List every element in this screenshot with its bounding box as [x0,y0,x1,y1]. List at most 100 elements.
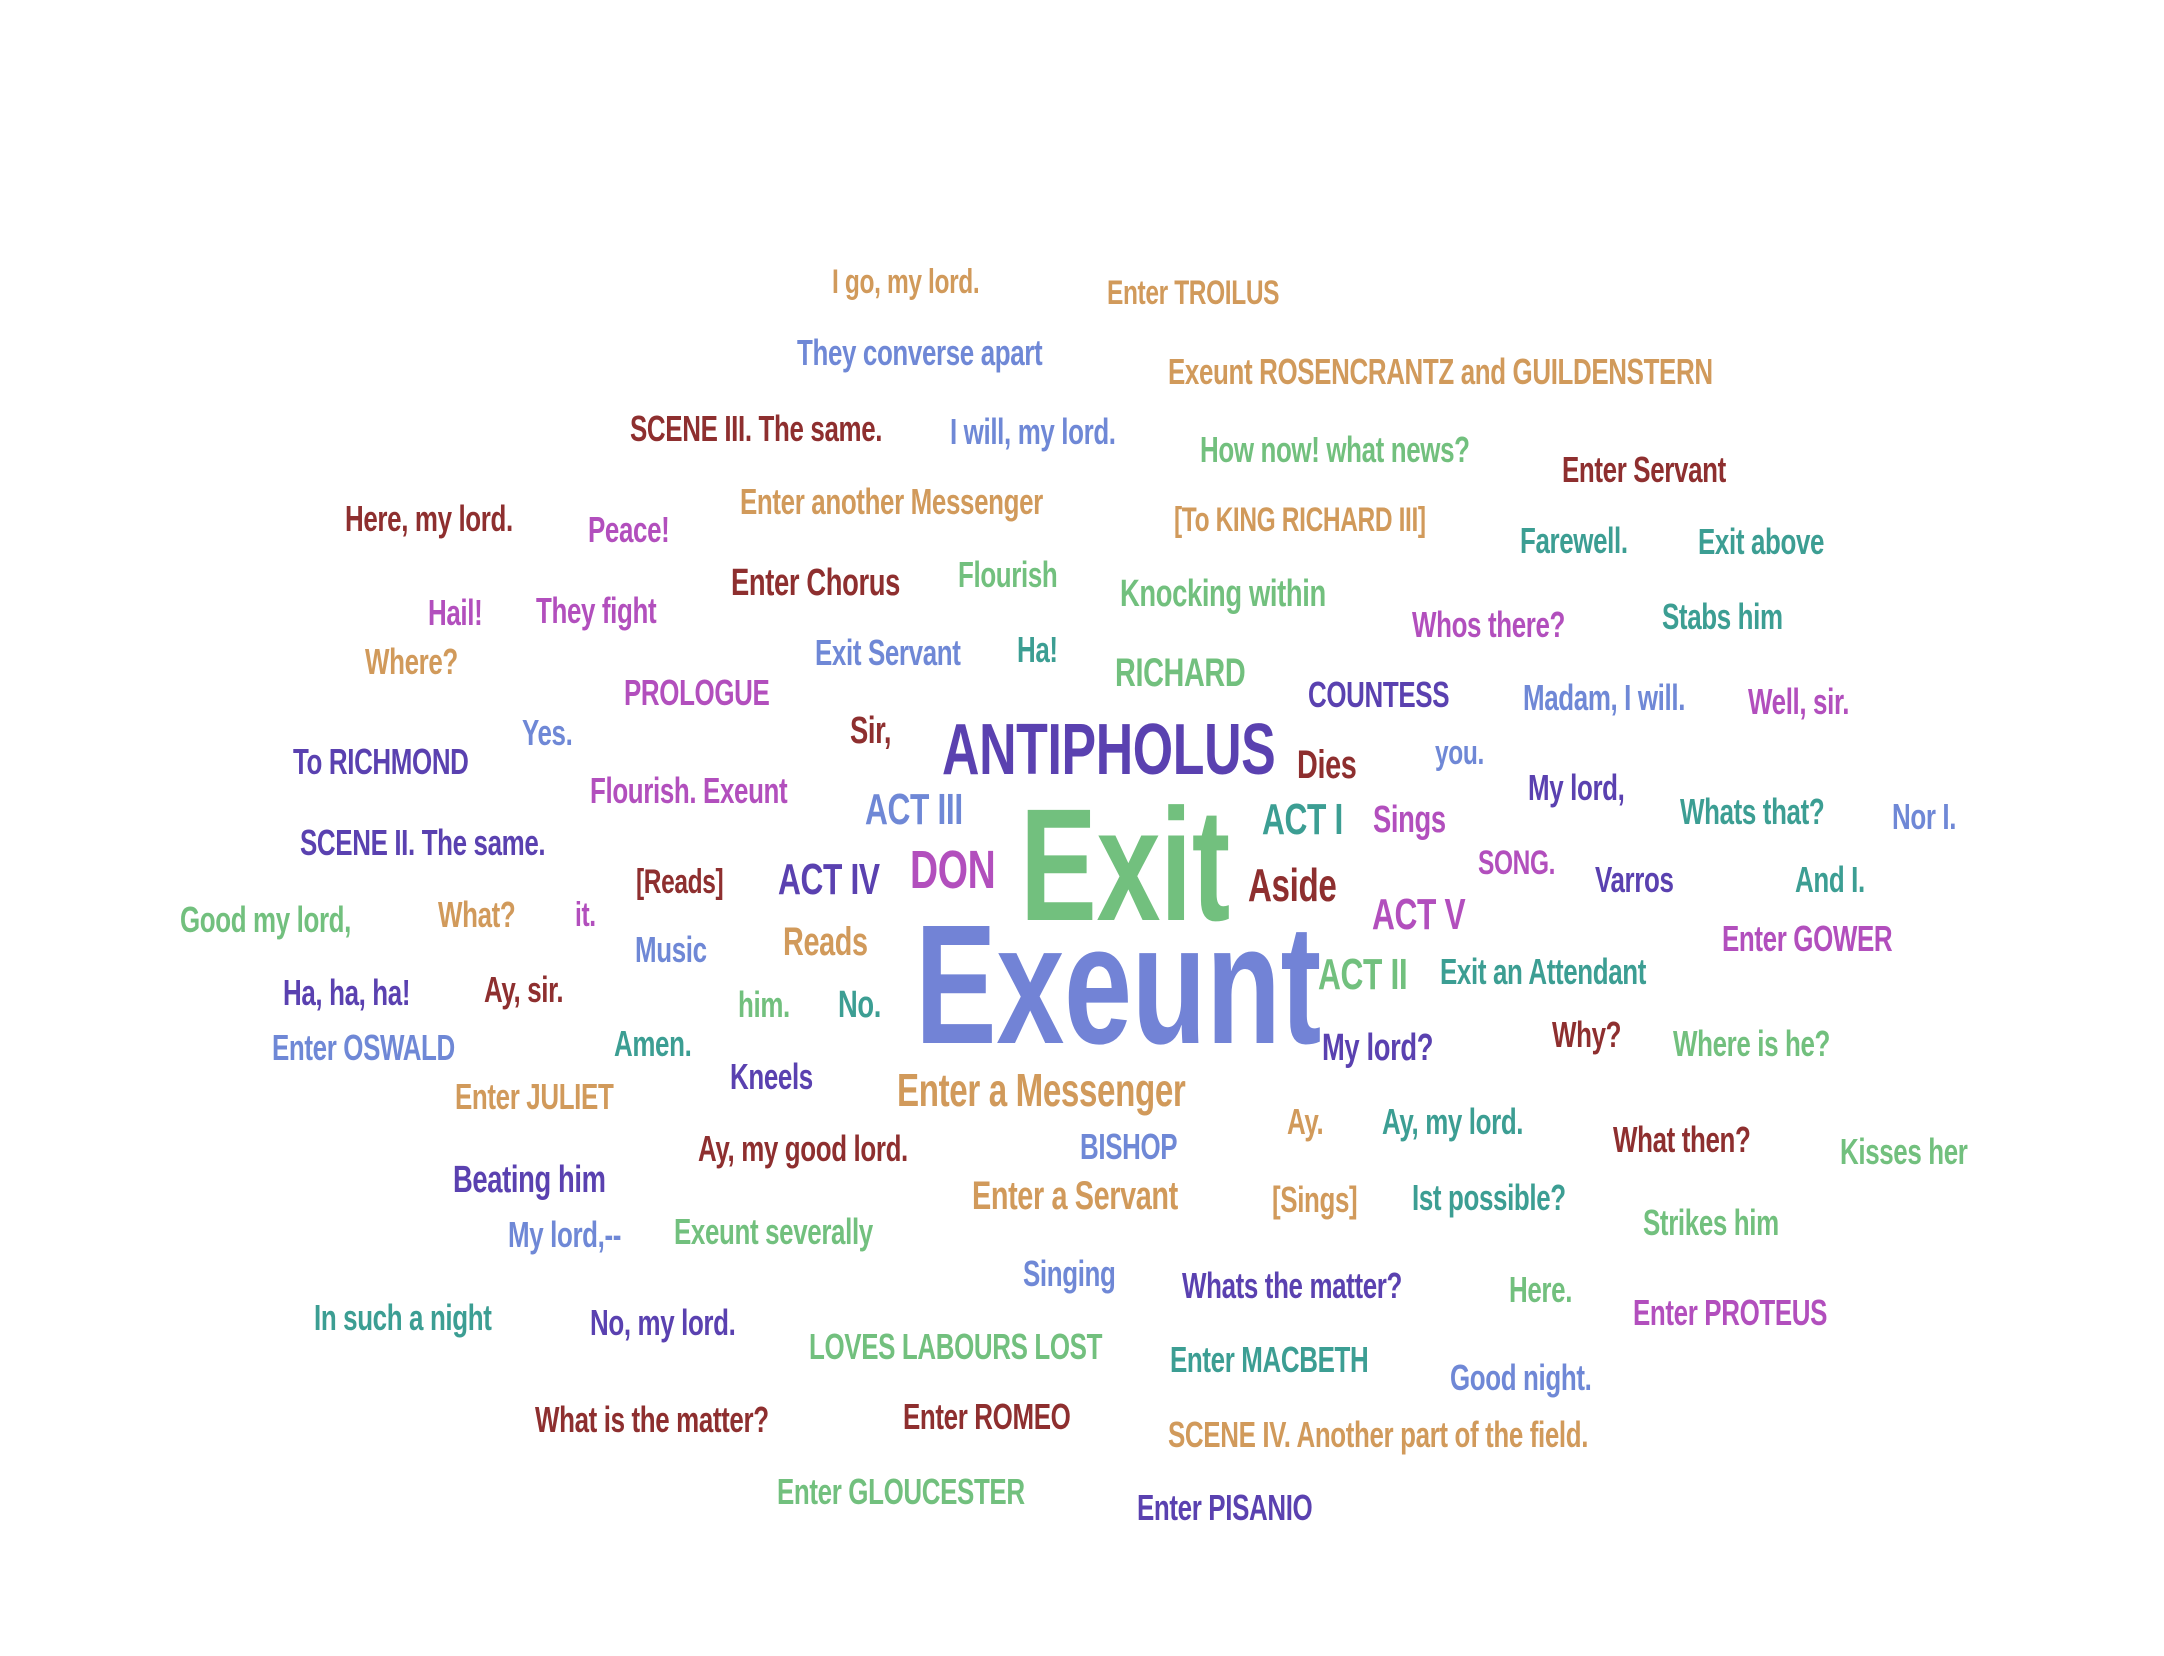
word: What? [438,894,516,935]
word: you. [1435,734,1484,772]
word: Enter MACBETH [1170,1339,1369,1380]
word: Enter another Messenger [740,481,1043,522]
word: Flourish [958,554,1058,595]
word: My lord, [1528,767,1625,808]
word: Beating him [453,1159,606,1201]
word: Madam, I will. [1523,677,1686,718]
word: Enter GOWER [1722,918,1893,959]
word: ACT II [1318,950,1408,999]
word: Exit above [1698,521,1825,562]
word: Ha! [1017,629,1058,670]
word: Whats the matter? [1182,1265,1402,1306]
word: it. [575,896,596,934]
word: PROLOGUE [624,672,770,713]
word: Enter TROILUS [1107,274,1280,312]
word: Kneels [730,1056,813,1097]
word: In such a night [314,1297,492,1338]
word: Well, sir. [1748,681,1850,722]
word: Exeunt [915,890,1321,1080]
word: Here. [1509,1269,1573,1310]
word: Sir, [850,710,892,752]
word: Yes. [522,712,573,753]
word: him. [738,984,790,1025]
word: ACT IV [778,855,880,904]
word: Whats that? [1680,791,1825,832]
word: [Reads] [636,863,724,901]
word: Ay, my lord. [1382,1101,1524,1142]
word: To RICHMOND [293,741,469,782]
word: Here, my lord. [345,498,513,539]
word: Enter Chorus [731,562,900,604]
word: No, my lord. [590,1302,736,1343]
word: Exit [1020,775,1230,954]
word: How now! what news? [1200,429,1470,470]
word: My lord,-- [508,1214,622,1255]
word: Enter OSWALD [272,1027,455,1068]
word: Why? [1552,1014,1622,1055]
word: Good my lord, [180,899,352,940]
word: Nor I. [1892,796,1957,837]
word: Knocking within [1120,573,1326,615]
word: Varros [1595,859,1674,900]
word: Ay. [1287,1101,1324,1142]
word: Ha, ha, ha! [283,972,411,1013]
word: COUNTESS [1308,674,1450,715]
word: They converse apart [797,332,1043,373]
word: Flourish. Exeunt [590,770,788,811]
word: No. [838,984,881,1026]
word: SCENE II. The same. [300,822,546,863]
word: ACT V [1372,890,1466,939]
word: Enter a Servant [972,1174,1178,1218]
word: Dies [1297,743,1357,787]
word: They fight [536,590,657,631]
word: Amen. [614,1023,692,1064]
word: What is the matter? [535,1399,769,1440]
word: SONG. [1478,844,1556,882]
word: [To KING RICHARD III] [1174,501,1426,539]
word: Sings [1373,799,1446,841]
word: Where is he? [1673,1023,1831,1064]
word: Exit Servant [815,632,961,673]
word: Reads [783,920,868,964]
word: And I. [1795,859,1865,900]
word: What then? [1613,1119,1751,1160]
word: Where? [365,641,458,682]
word: Good night. [1450,1357,1592,1398]
word: My lord? [1322,1027,1434,1069]
word: Farewell. [1520,520,1628,561]
word: Enter GLOUCESTER [777,1471,1025,1512]
word: Ist possible? [1412,1177,1566,1218]
word: Singing [1023,1253,1116,1294]
word: SCENE III. The same. [630,408,883,449]
word: ACT I [1262,795,1343,844]
word: Ay, sir. [484,969,564,1010]
word: Strikes him [1643,1202,1779,1243]
word: DON [910,840,996,900]
word: Hail! [428,592,483,633]
word: I go, my lord. [832,263,980,301]
word: ANTIPHOLUS [942,710,1276,790]
word: Stabs him [1662,596,1783,637]
word: Peace! [588,509,670,550]
word: Enter JULIET [455,1076,614,1117]
word: Ay, my good lord. [698,1128,908,1169]
word: RICHARD [1115,651,1246,695]
word: Exeunt ROSENCRANTZ and GUILDENSTERN [1168,351,1713,392]
word: Whos there? [1412,604,1566,645]
word: Enter ROMEO [903,1396,1071,1437]
word: Enter a Messenger [897,1064,1186,1116]
word: [Sings] [1272,1179,1358,1220]
word: SCENE IV. Another part of the field. [1168,1414,1589,1455]
word: Enter PROTEUS [1633,1292,1828,1333]
word: ACT III [865,785,963,834]
word: Exit an Attendant [1440,951,1647,992]
word: LOVES LABOURS LOST [809,1326,1103,1367]
word: Enter Servant [1562,449,1726,490]
word: I will, my lord. [950,411,1116,452]
word: Enter PISANIO [1137,1487,1313,1528]
word: BISHOP [1080,1126,1178,1167]
word: Exeunt severally [674,1211,873,1252]
word: Aside [1248,859,1337,911]
word: Music [635,929,707,970]
